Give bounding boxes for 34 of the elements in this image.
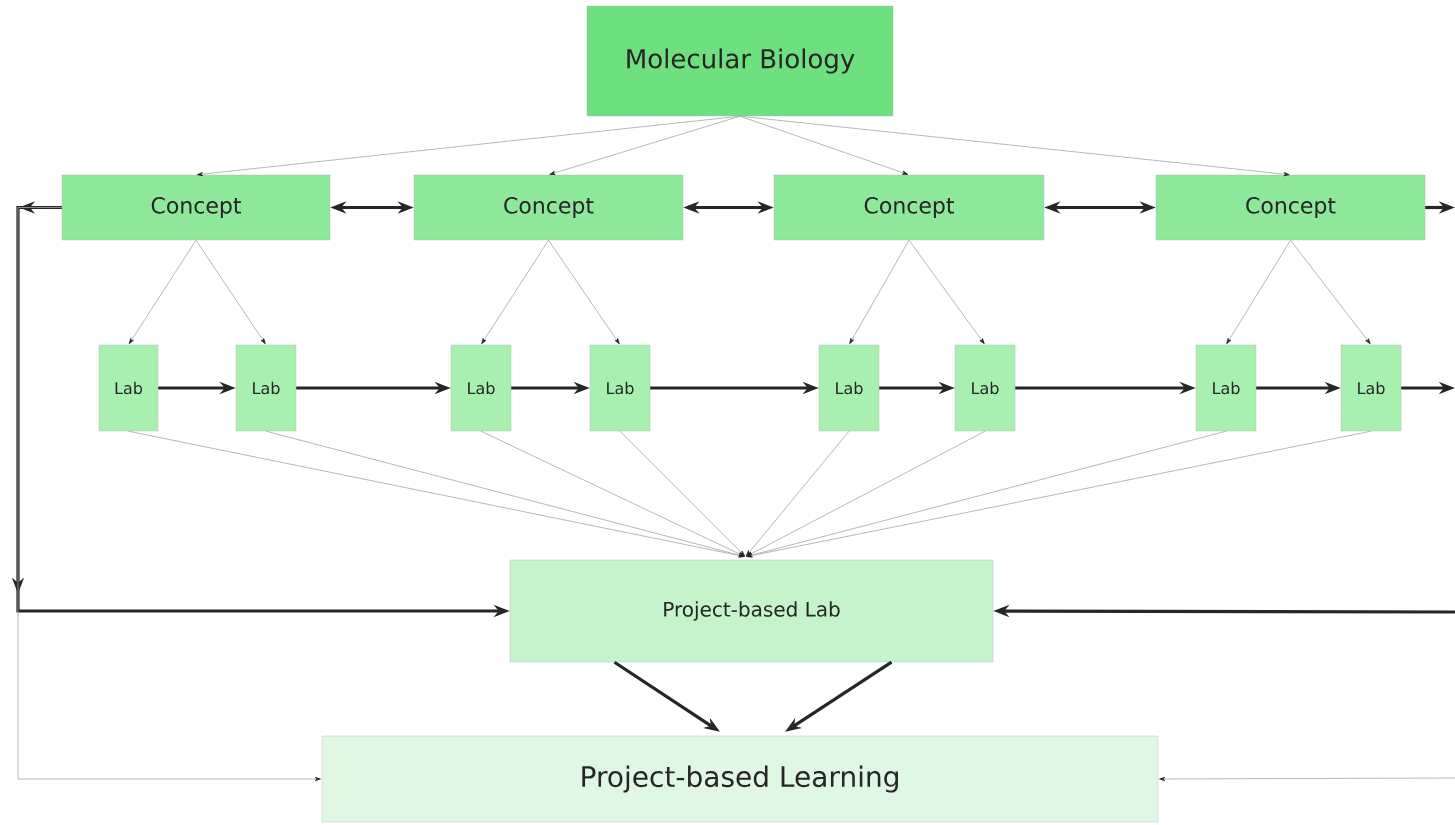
arrow xyxy=(745,430,850,557)
lab-box: Lab xyxy=(98,344,159,432)
lab-box: Lab xyxy=(954,344,1016,432)
lab-box: Lab xyxy=(235,344,297,432)
arrow xyxy=(746,430,1372,558)
arrow xyxy=(265,430,745,558)
arrow xyxy=(1159,776,1455,782)
concept-box: Concept xyxy=(1155,174,1426,241)
lab-box: Lab xyxy=(818,344,880,432)
arrow xyxy=(619,430,745,557)
concept-box: Concept xyxy=(413,174,684,241)
arrow xyxy=(1226,239,1291,345)
lab-box: Lab xyxy=(589,344,651,432)
arrow xyxy=(849,239,910,345)
arrow xyxy=(549,115,741,175)
arrow xyxy=(480,430,745,557)
lab-box: Lab xyxy=(1195,344,1257,432)
arrow xyxy=(1290,239,1371,345)
title-box: Molecular Biology xyxy=(586,5,894,117)
arrow xyxy=(739,115,1290,177)
arrow xyxy=(746,430,986,557)
arrow xyxy=(17,207,321,782)
arrow xyxy=(128,239,197,345)
arrow xyxy=(548,239,620,345)
arrow xyxy=(739,115,909,175)
arrow xyxy=(481,239,549,345)
project-learning-box: Project-based Learning xyxy=(321,735,1159,823)
lab-box: Lab xyxy=(450,344,512,432)
lab-box: Lab xyxy=(1340,344,1402,432)
project-lab-box: Project-based Lab xyxy=(509,559,994,663)
arrow xyxy=(908,239,985,345)
arrow xyxy=(195,239,266,345)
concept-box: Concept xyxy=(773,174,1045,241)
concept-box: Concept xyxy=(61,174,331,241)
